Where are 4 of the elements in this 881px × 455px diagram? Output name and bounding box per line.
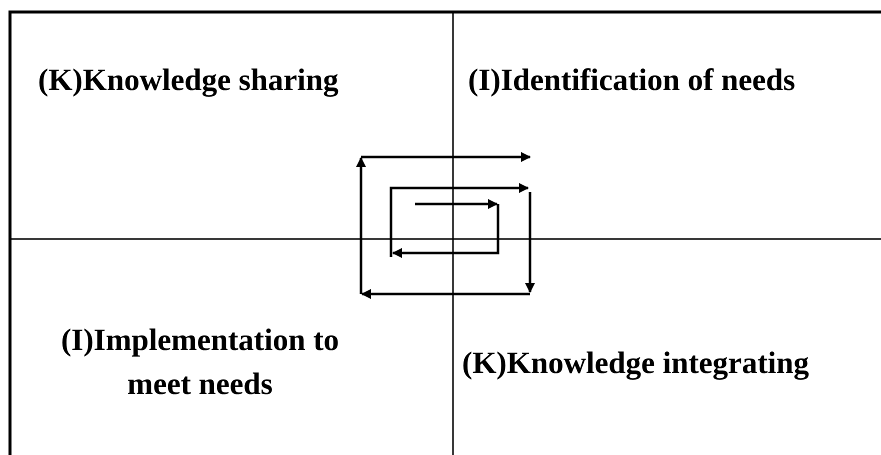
quadrant-label: (K)Knowledge sharing (38, 61, 340, 99)
quadrant-label: (I)Identification of needs (468, 61, 796, 99)
quadrant-label: (I)Implementation to meet needs (60, 321, 340, 403)
quadrant-label: (K)Knowledge integrating (462, 344, 810, 382)
